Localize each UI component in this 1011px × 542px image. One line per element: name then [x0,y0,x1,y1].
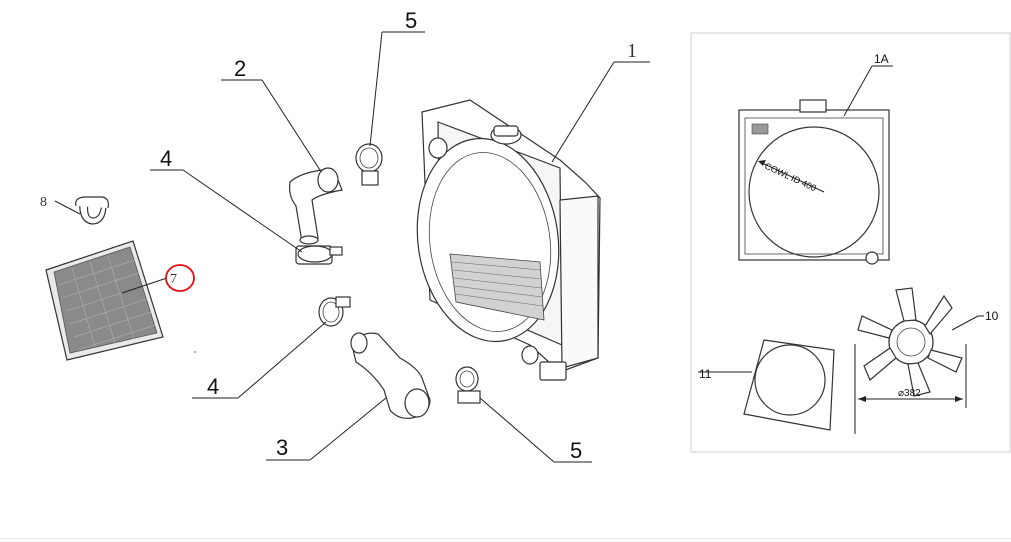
highlight-circle [165,264,195,292]
callout-8: 8 [40,195,47,210]
callout-1A: 1A [874,52,889,66]
callout-11: 11 [699,367,712,381]
part-5-clamp-bottom: 5 [455,366,592,463]
inset-shroud: 11 [698,339,835,431]
inset-radiator-front: COWL ID 400 1A [738,52,893,265]
part-4-clamp-bottom: 4 [192,296,351,399]
callout-4-bottom: 4 [207,374,219,399]
callout-3: 3 [276,435,288,460]
callout-10: 10 [985,309,999,323]
callout-7: 7 [170,272,177,287]
callout-1: 1 [627,40,637,62]
part-1-radiator: 1 [416,40,650,381]
detail-inset: COWL ID 400 1A ⌀382 10 [690,32,1011,453]
scan-dot [194,351,196,353]
callout-5-bottom: 5 [570,438,582,463]
fan-diameter-label: ⌀382 [898,388,921,399]
part-8-clip: 8 [40,195,109,225]
part-4-clamp-top: 4 [150,146,343,265]
part-3-lower-hose: 3 [266,332,431,461]
part-2-upper-hose: 2 [221,56,343,245]
inset-fan: ⌀382 10 [854,287,999,434]
part-7-screen: 7 [45,240,195,361]
callout-4-top: 4 [160,146,172,171]
bottom-divider [0,538,1011,539]
callout-2: 2 [234,56,246,81]
callout-5-top: 5 [405,8,417,33]
part-5-clamp-top: 5 [355,8,425,186]
